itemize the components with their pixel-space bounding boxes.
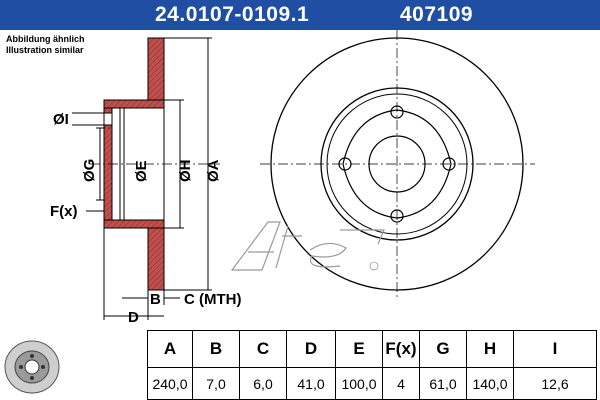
label-d: D xyxy=(128,309,139,326)
ate-logo-watermark xyxy=(230,221,385,271)
dimension-lines xyxy=(72,37,212,320)
label-c: C (MTH) xyxy=(184,291,241,308)
disc-front-view xyxy=(260,30,535,298)
header-cell: C xyxy=(239,330,287,368)
dimension-labels: ØI ØG ØE ØH ØA F(x) B C (MTH) D xyxy=(50,111,241,326)
label-diameter-i: ØI xyxy=(53,111,69,128)
title-bar: 24.0107-0109.1 407109 xyxy=(0,0,600,30)
value-cell: 240,0 xyxy=(147,367,193,400)
value-cell: 4 xyxy=(382,367,420,400)
table-header-row: A B C D E F(x) G H I xyxy=(147,330,597,368)
note-english: Illustration similar xyxy=(6,45,84,55)
value-cell: 6,0 xyxy=(239,367,287,400)
header-cell: F(x) xyxy=(382,330,420,368)
specification-table: A B C D E F(x) G H I 240,0 7,0 6,0 41,0 … xyxy=(147,330,597,400)
technical-drawing: ØI ØG ØE ØH ØA F(x) B C (MTH) D xyxy=(50,30,535,326)
disc-cross-section xyxy=(90,37,220,291)
header-cell: D xyxy=(286,330,336,368)
header-cell: H xyxy=(466,330,514,368)
value-cell: 7,0 xyxy=(192,367,240,400)
disc-thumbnail xyxy=(4,340,60,394)
table-value-row: 240,0 7,0 6,0 41,0 100,0 4 61,0 140,0 12… xyxy=(147,367,597,400)
value-cell: 12,6 xyxy=(513,367,597,400)
part-number: 24.0107-0109.1 xyxy=(155,3,310,26)
header-cell: I xyxy=(513,330,597,368)
value-cell: 100,0 xyxy=(335,367,383,400)
label-diameter-g: ØG xyxy=(81,159,98,182)
header-cell: G xyxy=(419,330,467,368)
label-diameter-a: ØA xyxy=(205,159,222,182)
note-german: Abbildung ähnlich xyxy=(6,34,85,44)
label-diameter-h: ØH xyxy=(177,160,194,183)
header-cell: B xyxy=(192,330,240,368)
label-diameter-e: ØE xyxy=(133,160,150,182)
header-cell: E xyxy=(335,330,383,368)
label-f: F(x) xyxy=(50,203,78,220)
value-cell: 61,0 xyxy=(419,367,467,400)
header-cell: A xyxy=(147,330,193,368)
reference-number: 407109 xyxy=(400,3,474,26)
label-b: B xyxy=(150,291,161,308)
value-cell: 140,0 xyxy=(466,367,514,400)
value-cell: 41,0 xyxy=(286,367,336,400)
